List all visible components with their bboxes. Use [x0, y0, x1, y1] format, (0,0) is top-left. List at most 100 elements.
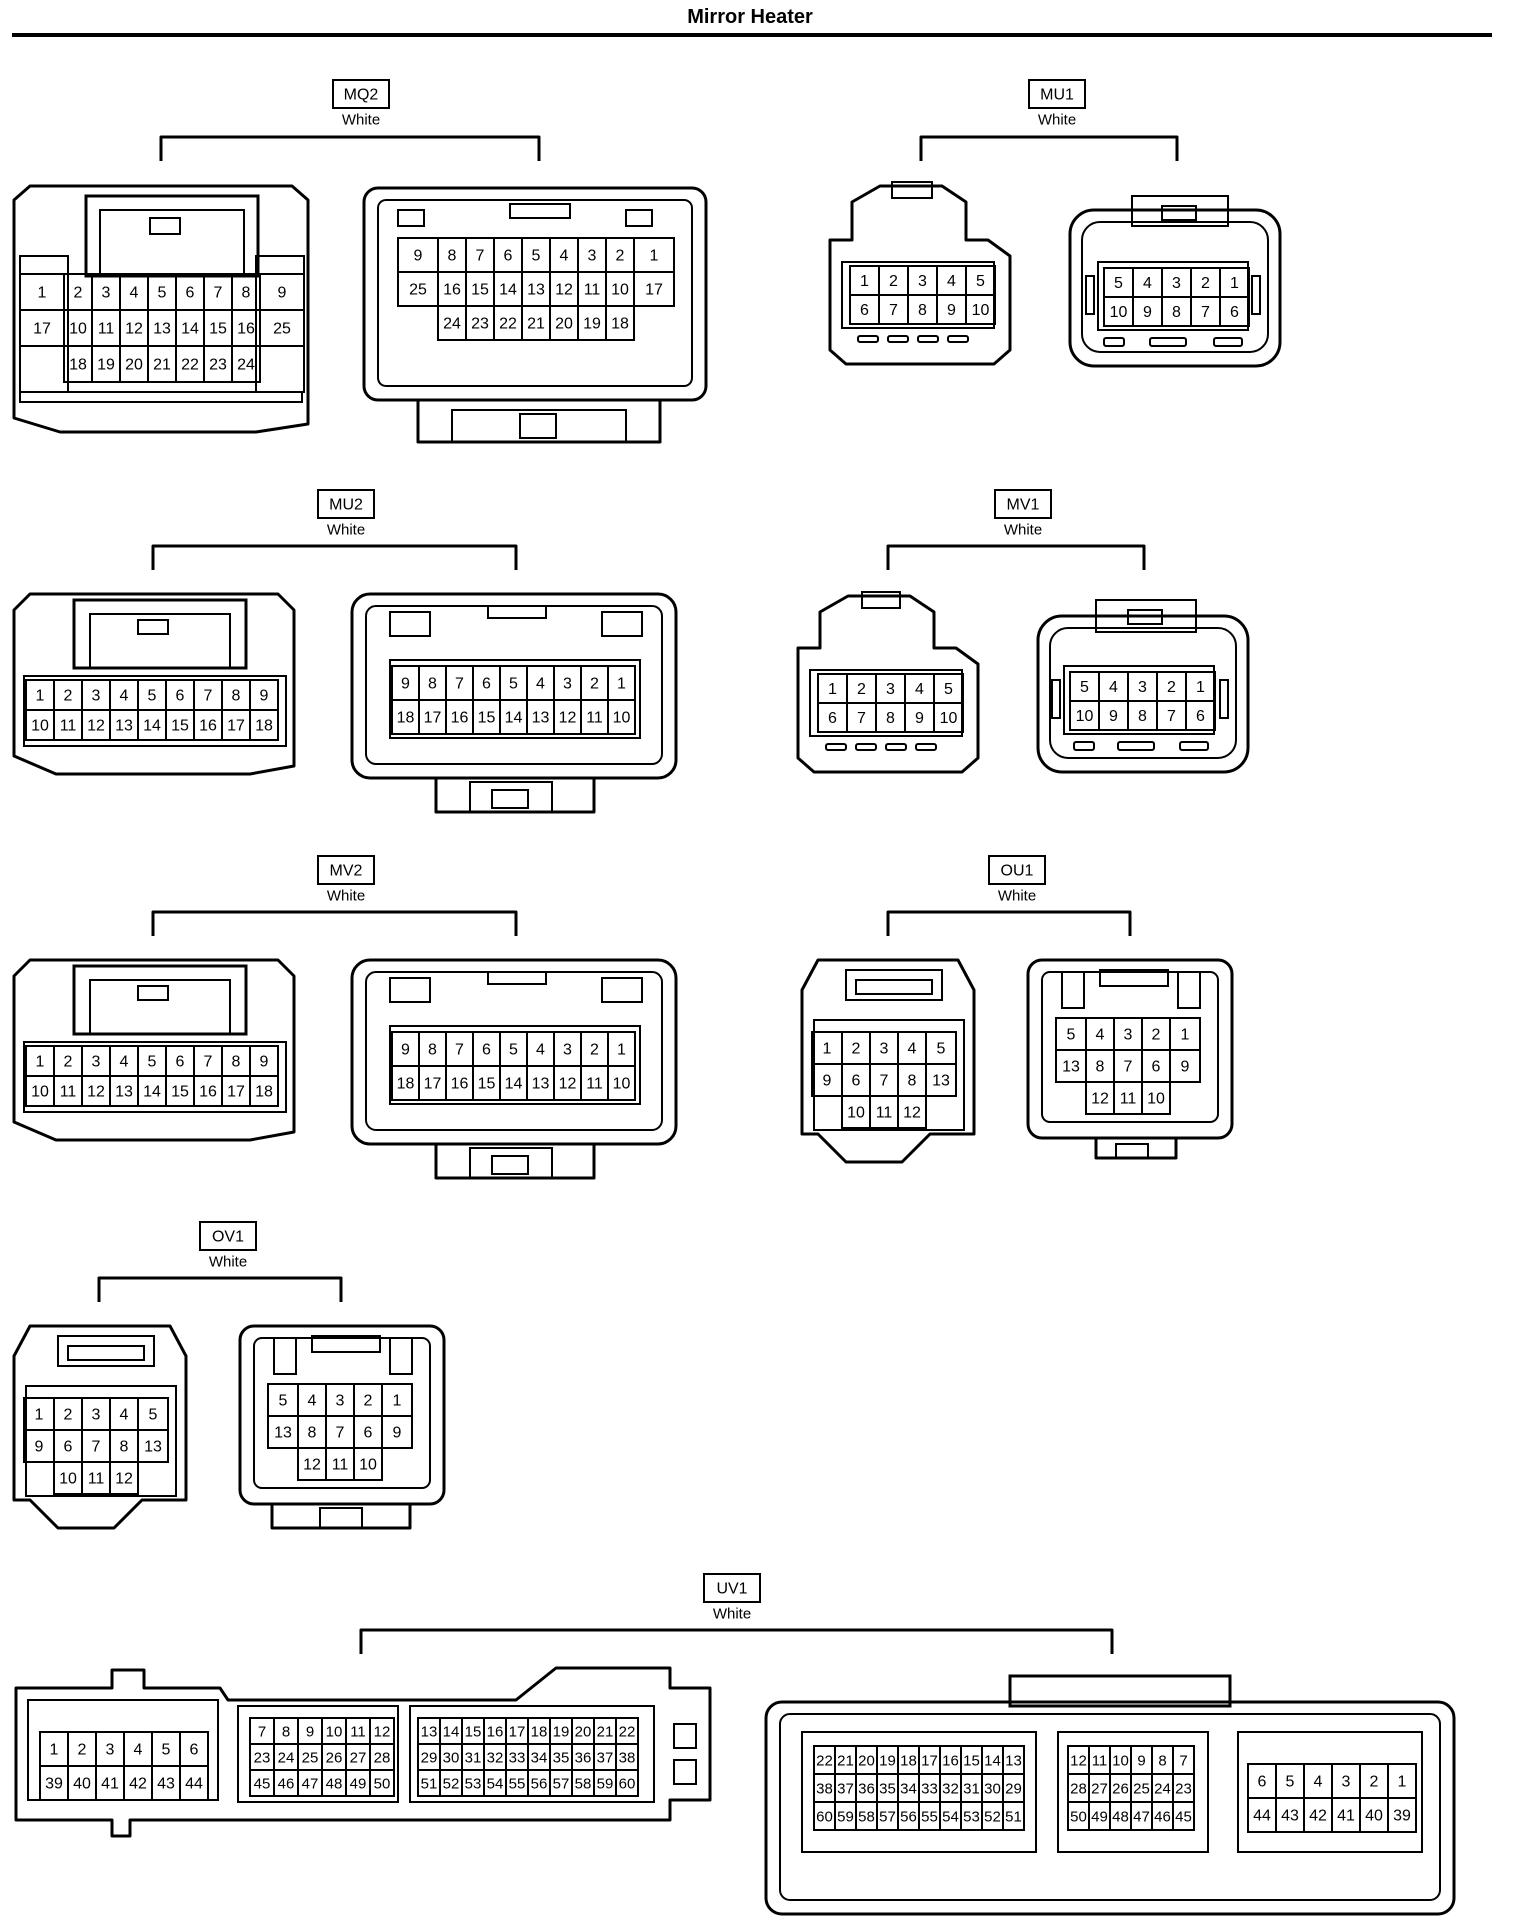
pin-cell: [615, 1769, 639, 1797]
pin-number: 5: [509, 1042, 518, 1059]
housing-outline: [487, 605, 547, 619]
pin-number: 40: [73, 1776, 91, 1793]
pin-number: 13: [532, 710, 550, 727]
pin-number: 22: [499, 316, 517, 333]
pin-number: 38: [619, 1750, 636, 1767]
housing-outline: [137, 619, 169, 635]
pin-number: 51: [1005, 1809, 1022, 1826]
housing-outline: [389, 977, 431, 1003]
connector-bracket: [886, 544, 1146, 570]
pin-number: 5: [944, 681, 953, 698]
pin-number: 2: [590, 676, 599, 693]
pin-number: 18: [397, 710, 415, 727]
pin-number: 12: [125, 321, 143, 338]
pin-number: 39: [1393, 1808, 1411, 1825]
pin-number: 20: [555, 316, 573, 333]
pin-cell: [607, 699, 636, 735]
pin-number: 16: [451, 710, 469, 727]
pin-number: 17: [424, 710, 442, 727]
connector-id-box: [317, 489, 375, 519]
pin-number: 9: [401, 676, 410, 693]
pin-number: 11: [584, 282, 601, 299]
latch-slot: [1219, 679, 1229, 719]
pin-number: 14: [443, 1724, 460, 1741]
housing-outline: [1177, 971, 1201, 1009]
pin-number: 2: [889, 273, 898, 290]
pin-number: 60: [816, 1809, 833, 1826]
pin-cell: [231, 345, 261, 383]
pin-number: 60: [619, 1776, 636, 1793]
pin-number: 10: [59, 1471, 77, 1488]
pin-number: 24: [1154, 1781, 1171, 1798]
pin-number: 9: [1181, 1059, 1190, 1076]
pin-number: 16: [237, 321, 255, 338]
pin-number: 9: [414, 248, 423, 265]
latch-slot: [855, 743, 877, 751]
pin-number: 2: [1370, 1774, 1379, 1791]
pin-number: 19: [97, 357, 115, 374]
pin-number: 22: [619, 1724, 636, 1741]
pin-number: 8: [242, 285, 251, 302]
pin-number: 10: [326, 1724, 343, 1741]
pin-number: 3: [92, 688, 101, 705]
pin-number: 17: [227, 718, 245, 735]
housing-outline: [12, 184, 310, 434]
latch-slot: [1085, 275, 1095, 315]
connector-id-box: [703, 1573, 761, 1603]
pin-number: 5: [148, 1054, 157, 1071]
pin-number: 15: [171, 718, 189, 735]
pin-number: 13: [115, 718, 133, 735]
housing-outline: [434, 778, 596, 814]
latch-slot: [887, 335, 909, 343]
pin-number: 16: [443, 282, 461, 299]
pin-number: 28: [1070, 1781, 1087, 1798]
latch-slot: [915, 743, 937, 751]
pin-number: 37: [837, 1781, 854, 1798]
pin-number: 43: [157, 1776, 175, 1793]
pin-number: 2: [1201, 275, 1210, 292]
housing-outline: [1036, 614, 1250, 774]
housing-outline: [469, 1147, 553, 1179]
pin-number: 1: [617, 676, 626, 693]
pin-number: 6: [64, 1439, 73, 1456]
housing-outline: [416, 400, 662, 444]
pin-number: 48: [326, 1776, 343, 1793]
housing-outline: [237, 1705, 399, 1803]
pin-number: 1: [35, 1407, 44, 1424]
connector-bracket: [886, 910, 1132, 936]
pin-number: 7: [1167, 708, 1176, 725]
pin-number: 7: [204, 1054, 213, 1071]
pin-number: 54: [487, 1776, 504, 1793]
pin-number: 3: [92, 1054, 101, 1071]
pin-number: 4: [134, 1742, 143, 1759]
pin-cell: [1169, 1049, 1201, 1083]
housing-outline: [519, 413, 557, 439]
pin-number: 11: [586, 1076, 603, 1093]
connector-id: MV1: [1007, 497, 1040, 514]
pin-number: 2: [1152, 1027, 1161, 1044]
pin-cell: [1002, 1801, 1025, 1831]
pin-number: 22: [816, 1753, 833, 1770]
pin-number: 13: [1005, 1753, 1022, 1770]
pin-number: 10: [31, 1084, 49, 1101]
housing-outline: [350, 592, 678, 780]
pin-number: 7: [336, 1425, 345, 1442]
pin-number: 35: [879, 1781, 896, 1798]
pin-number: 49: [1091, 1809, 1108, 1826]
housing-outline: [137, 985, 169, 1001]
housing-outline: [273, 1337, 297, 1375]
pin-number: 8: [282, 1724, 290, 1741]
page-title: Mirror Heater: [687, 6, 813, 28]
pin-number: 11: [60, 1084, 77, 1101]
pin-number: 12: [1070, 1753, 1087, 1770]
connector-bracket: [159, 135, 541, 161]
pin-number: 4: [908, 1041, 917, 1058]
latch-slot: [673, 1723, 697, 1749]
